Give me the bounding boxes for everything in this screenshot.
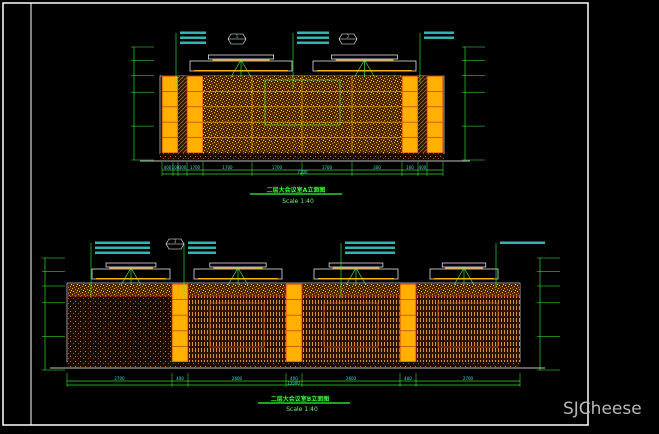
lamp-cap-trim — [212, 59, 270, 61]
elevation-b-scale: Scale 1:40 — [286, 406, 318, 413]
section-callout — [227, 33, 247, 45]
dimension-label: 1700 — [322, 165, 333, 170]
hatched-strip — [178, 76, 187, 153]
callout-number: 3 — [174, 239, 177, 244]
frieze-band — [188, 284, 286, 296]
orange-column — [161, 75, 179, 154]
orange-column — [171, 283, 189, 363]
elevation-b-title: 二层大会议室B立面图 — [271, 395, 330, 403]
dimension-label: 1700 — [190, 165, 201, 170]
frieze-band — [416, 284, 520, 296]
skirting-base — [67, 362, 520, 367]
dimension-label: 400 — [419, 165, 427, 170]
section-callout — [338, 33, 358, 45]
dimension-label: 100 — [172, 165, 180, 170]
dimension-label: 2700 — [463, 376, 474, 381]
annotation-note — [424, 31, 454, 34]
lamp-cap-trim — [109, 267, 153, 269]
screen-outline — [264, 79, 341, 126]
lamp-cap — [331, 54, 398, 60]
orange-column — [399, 283, 417, 363]
curtain-drape — [416, 296, 520, 362]
dimension-label: 400 — [164, 165, 172, 170]
elevation-b: 3 2700 400 2600 400 2600 400 2700 13500 — [42, 238, 560, 387]
annotation-note — [345, 241, 395, 244]
lamp-cap — [209, 262, 267, 268]
dimension-label: 300 — [373, 165, 381, 170]
chandelier-icon — [227, 267, 249, 286]
dimension-label: 100 — [406, 165, 414, 170]
frieze-band — [302, 284, 400, 296]
annotation-note — [424, 36, 454, 39]
annotation-note — [345, 251, 395, 254]
dimension-label: 400 — [290, 376, 298, 381]
callout-number: 2 — [347, 34, 350, 39]
dimension-label: 1700 — [222, 165, 233, 170]
annotation-note — [188, 251, 216, 254]
lamp-cap-trim — [213, 267, 263, 269]
dimension-label: 2700 — [114, 376, 125, 381]
orange-column — [426, 75, 444, 154]
curtain-drape — [188, 296, 286, 362]
dimension-label: 400 — [176, 376, 184, 381]
chandelier-icon — [453, 267, 475, 286]
elevation-a-scale: Scale 1:40 — [282, 198, 314, 205]
dimension-label: 400 — [404, 376, 412, 381]
lamp-cap — [328, 262, 384, 268]
total-dimension-label: 7200 — [297, 170, 308, 175]
orange-column — [186, 75, 204, 154]
drawing-frame — [2, 2, 589, 426]
orange-column — [401, 75, 419, 154]
annotation-note — [95, 246, 150, 249]
window-outline — [209, 302, 265, 348]
lamp-cap — [208, 54, 274, 60]
callout-number: 1 — [236, 34, 239, 39]
annotation-note — [297, 36, 329, 39]
lamp-cap — [441, 262, 487, 268]
frieze-band — [68, 284, 172, 296]
annotation-note — [180, 41, 206, 44]
dimension-label: 2600 — [232, 376, 243, 381]
chandelier-icon — [120, 267, 142, 286]
section-callout — [165, 238, 185, 250]
annotation-note — [188, 241, 216, 244]
dimension-label: 2600 — [346, 376, 357, 381]
dark-speckled-finish — [68, 284, 172, 362]
annotation-note — [297, 41, 329, 44]
total-dimension-label: 13500 — [287, 381, 300, 386]
elevation-a-title: 二层大会议室A立面图 — [267, 186, 326, 194]
annotation-note — [180, 36, 206, 39]
annotation-note — [345, 246, 395, 249]
window-outline — [323, 302, 379, 348]
watermark-logo: SJCheese — [563, 399, 642, 419]
hatched-strip — [418, 76, 427, 153]
chandelier-icon — [345, 267, 367, 286]
annotation-note — [180, 31, 206, 34]
annotation-note — [95, 241, 150, 244]
lamp-cap-trim — [444, 267, 484, 269]
annotation-note — [95, 251, 150, 254]
skirting-base — [160, 153, 444, 160]
annotation-note — [297, 31, 329, 34]
orange-column — [285, 283, 303, 363]
curtain-drape — [302, 296, 400, 362]
dimension-label: 300 — [179, 165, 187, 170]
annotation-note — [500, 241, 545, 244]
lamp-cap-trim — [332, 267, 380, 269]
window-outline — [437, 302, 499, 348]
chandelier-icon — [230, 59, 252, 78]
dimension-label: 1700 — [272, 165, 283, 170]
annotation-note — [188, 246, 216, 249]
chandelier-icon — [354, 59, 375, 78]
lamp-cap-trim — [335, 59, 394, 61]
speckled-wall-finish — [203, 76, 402, 153]
lamp-cap — [105, 262, 157, 268]
